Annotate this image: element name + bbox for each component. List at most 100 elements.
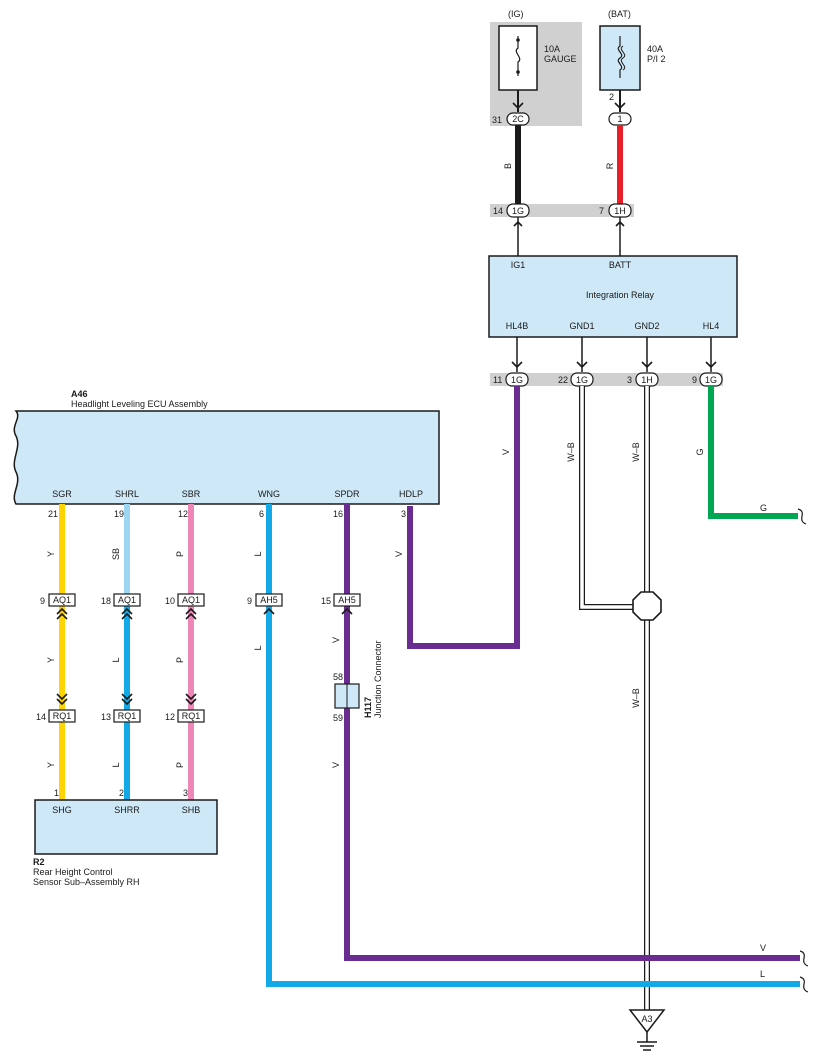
relay-term-hl4b: HL4B <box>506 321 529 331</box>
wire-black-label: B <box>503 163 513 169</box>
bottom-wire-l-label: L <box>760 969 765 979</box>
rq-connector-0 <box>48 709 76 723</box>
relay-term-gnd1: GND1 <box>569 321 594 331</box>
ah-connector-1 <box>333 593 361 607</box>
wire-label-upper-5: V <box>394 551 404 557</box>
rq-pin-1: 13 <box>101 712 111 722</box>
ground-splice <box>632 591 662 621</box>
aq-connector-2 <box>177 593 205 607</box>
bat-connector-label: 1 <box>617 114 622 124</box>
relay-output-strip <box>490 373 723 386</box>
junction-pin-top: 58 <box>333 672 343 682</box>
ecu-term-sgr: SGR <box>52 489 72 499</box>
sensor-name-2: Sensor Sub–Assembly RH <box>33 877 140 887</box>
relay-out-label-1: 1G <box>511 375 523 385</box>
ecu-pin-sbr: 12 <box>178 509 188 519</box>
ig-fuse-title: (IG) <box>508 9 524 19</box>
relay-out-pin-1: 11 <box>493 375 502 385</box>
wire-green-break <box>797 508 807 525</box>
wire-label-middle-4: V <box>331 637 341 643</box>
wire-label-lower-4: V <box>331 762 341 768</box>
relay-term-batt: BATT <box>609 260 632 270</box>
wire-label-middle-0: Y <box>46 657 56 663</box>
relay-in-left-chevron <box>513 220 523 227</box>
relay-out-label-3: 1H <box>641 375 653 385</box>
relay-in-right-pin: 7 <box>599 206 604 216</box>
wire-label-lower-1: L <box>111 762 121 767</box>
rq-chevrons <box>56 693 197 706</box>
relay-in-right-label: 1H <box>614 206 626 216</box>
wire-label-middle-1: L <box>111 657 121 662</box>
rq-pin-2: 12 <box>165 712 175 722</box>
wire-label-middle-3: L <box>253 645 263 650</box>
bat-fuse-rating: 40A <box>647 44 663 54</box>
relay-term-hl4: HL4 <box>703 321 720 331</box>
wire-label-upper-3: L <box>253 551 263 556</box>
ig-fuse-symbol <box>515 36 521 76</box>
wire-purple-spdr <box>344 504 800 961</box>
bottom-wire-l-break <box>799 976 809 993</box>
relay-out-chevron-3 <box>641 361 653 369</box>
ecu-box <box>13 410 440 505</box>
relay-in-left-pin: 14 <box>493 206 503 216</box>
ig-fuse-term-top <box>516 38 520 42</box>
rq-label-2: RQ1 <box>182 711 201 721</box>
sensor-term-shb: SHB <box>182 805 201 815</box>
wire-wb-down-label: W–B <box>631 688 641 708</box>
relay-out-chevron-4 <box>705 361 717 369</box>
wire-relay-purple-label: V <box>501 449 511 455</box>
aq-label-1: AQ1 <box>118 595 136 605</box>
bottom-wire-v-label: V <box>760 943 766 953</box>
ig-fuse-name: GAUGE <box>544 54 577 64</box>
ig-fuse-box <box>498 25 538 91</box>
ah-pin-1: 15 <box>321 596 331 606</box>
wire-green <box>708 386 798 519</box>
ecu-pin-spdr: 16 <box>333 509 343 519</box>
sensor-pin-0: 1 <box>54 788 59 798</box>
relay-out-pin-2: 22 <box>558 375 568 385</box>
ground-label: A3 <box>641 1014 652 1024</box>
ecu-code: A46 <box>71 389 88 399</box>
relay-term-gnd2: GND2 <box>634 321 659 331</box>
junction-pin-bottom: 59 <box>333 713 343 723</box>
rq-connector-1 <box>113 709 141 723</box>
ground-triangle <box>628 1009 666 1034</box>
wire-green-end-label: G <box>760 503 767 513</box>
aq-label-2: AQ1 <box>182 595 200 605</box>
relay-term-ig1: IG1 <box>511 260 526 270</box>
ecu-name: Headlight Leveling ECU Assembly <box>71 399 208 409</box>
bat-chevron <box>614 102 626 110</box>
wire-green-label: G <box>695 448 705 455</box>
wire-wb-gnd1 <box>580 386 636 609</box>
rq-label-0: RQ1 <box>53 711 72 721</box>
ecu-term-sbr: SBR <box>182 489 201 499</box>
relay-out-chevron-1 <box>511 361 523 369</box>
ah-label-0: AH5 <box>260 595 278 605</box>
ig-chevron <box>512 102 524 110</box>
wire-relay-purple <box>407 386 520 649</box>
aq-label-0: AQ1 <box>53 595 71 605</box>
relay-in-right-chevron <box>615 220 625 227</box>
rq-pin-0: 14 <box>36 712 46 722</box>
wire-wb-gnd1-label: W–B <box>566 442 576 462</box>
ig-fuse-term-bottom <box>516 70 520 74</box>
bat-fuse-name: P/I 2 <box>647 54 666 64</box>
sensor-box <box>34 799 218 855</box>
wire-blue-wng <box>266 504 800 987</box>
junction-code: H117 <box>363 697 373 718</box>
ecu-term-hdlp: HDLP <box>399 489 423 499</box>
ecu-term-shrl: SHRL <box>115 489 139 499</box>
ah-pin-0: 9 <box>247 596 252 606</box>
aq-connector-1 <box>113 593 141 607</box>
aq-pin-2: 10 <box>165 596 175 606</box>
aq-connector-0 <box>48 593 76 607</box>
wire-label-upper-0: Y <box>46 551 56 557</box>
wire-label-upper-2: P <box>175 551 185 557</box>
relay-out-pin-4: 9 <box>692 375 697 385</box>
aq-pin-0: 9 <box>40 596 45 606</box>
ecu-pin-wng: 6 <box>259 509 264 519</box>
wire-red-label: R <box>605 162 615 169</box>
bat-fuse-symbol <box>617 36 623 78</box>
relay-out-chevron-2 <box>576 361 588 369</box>
ah-connector-0 <box>255 593 283 607</box>
